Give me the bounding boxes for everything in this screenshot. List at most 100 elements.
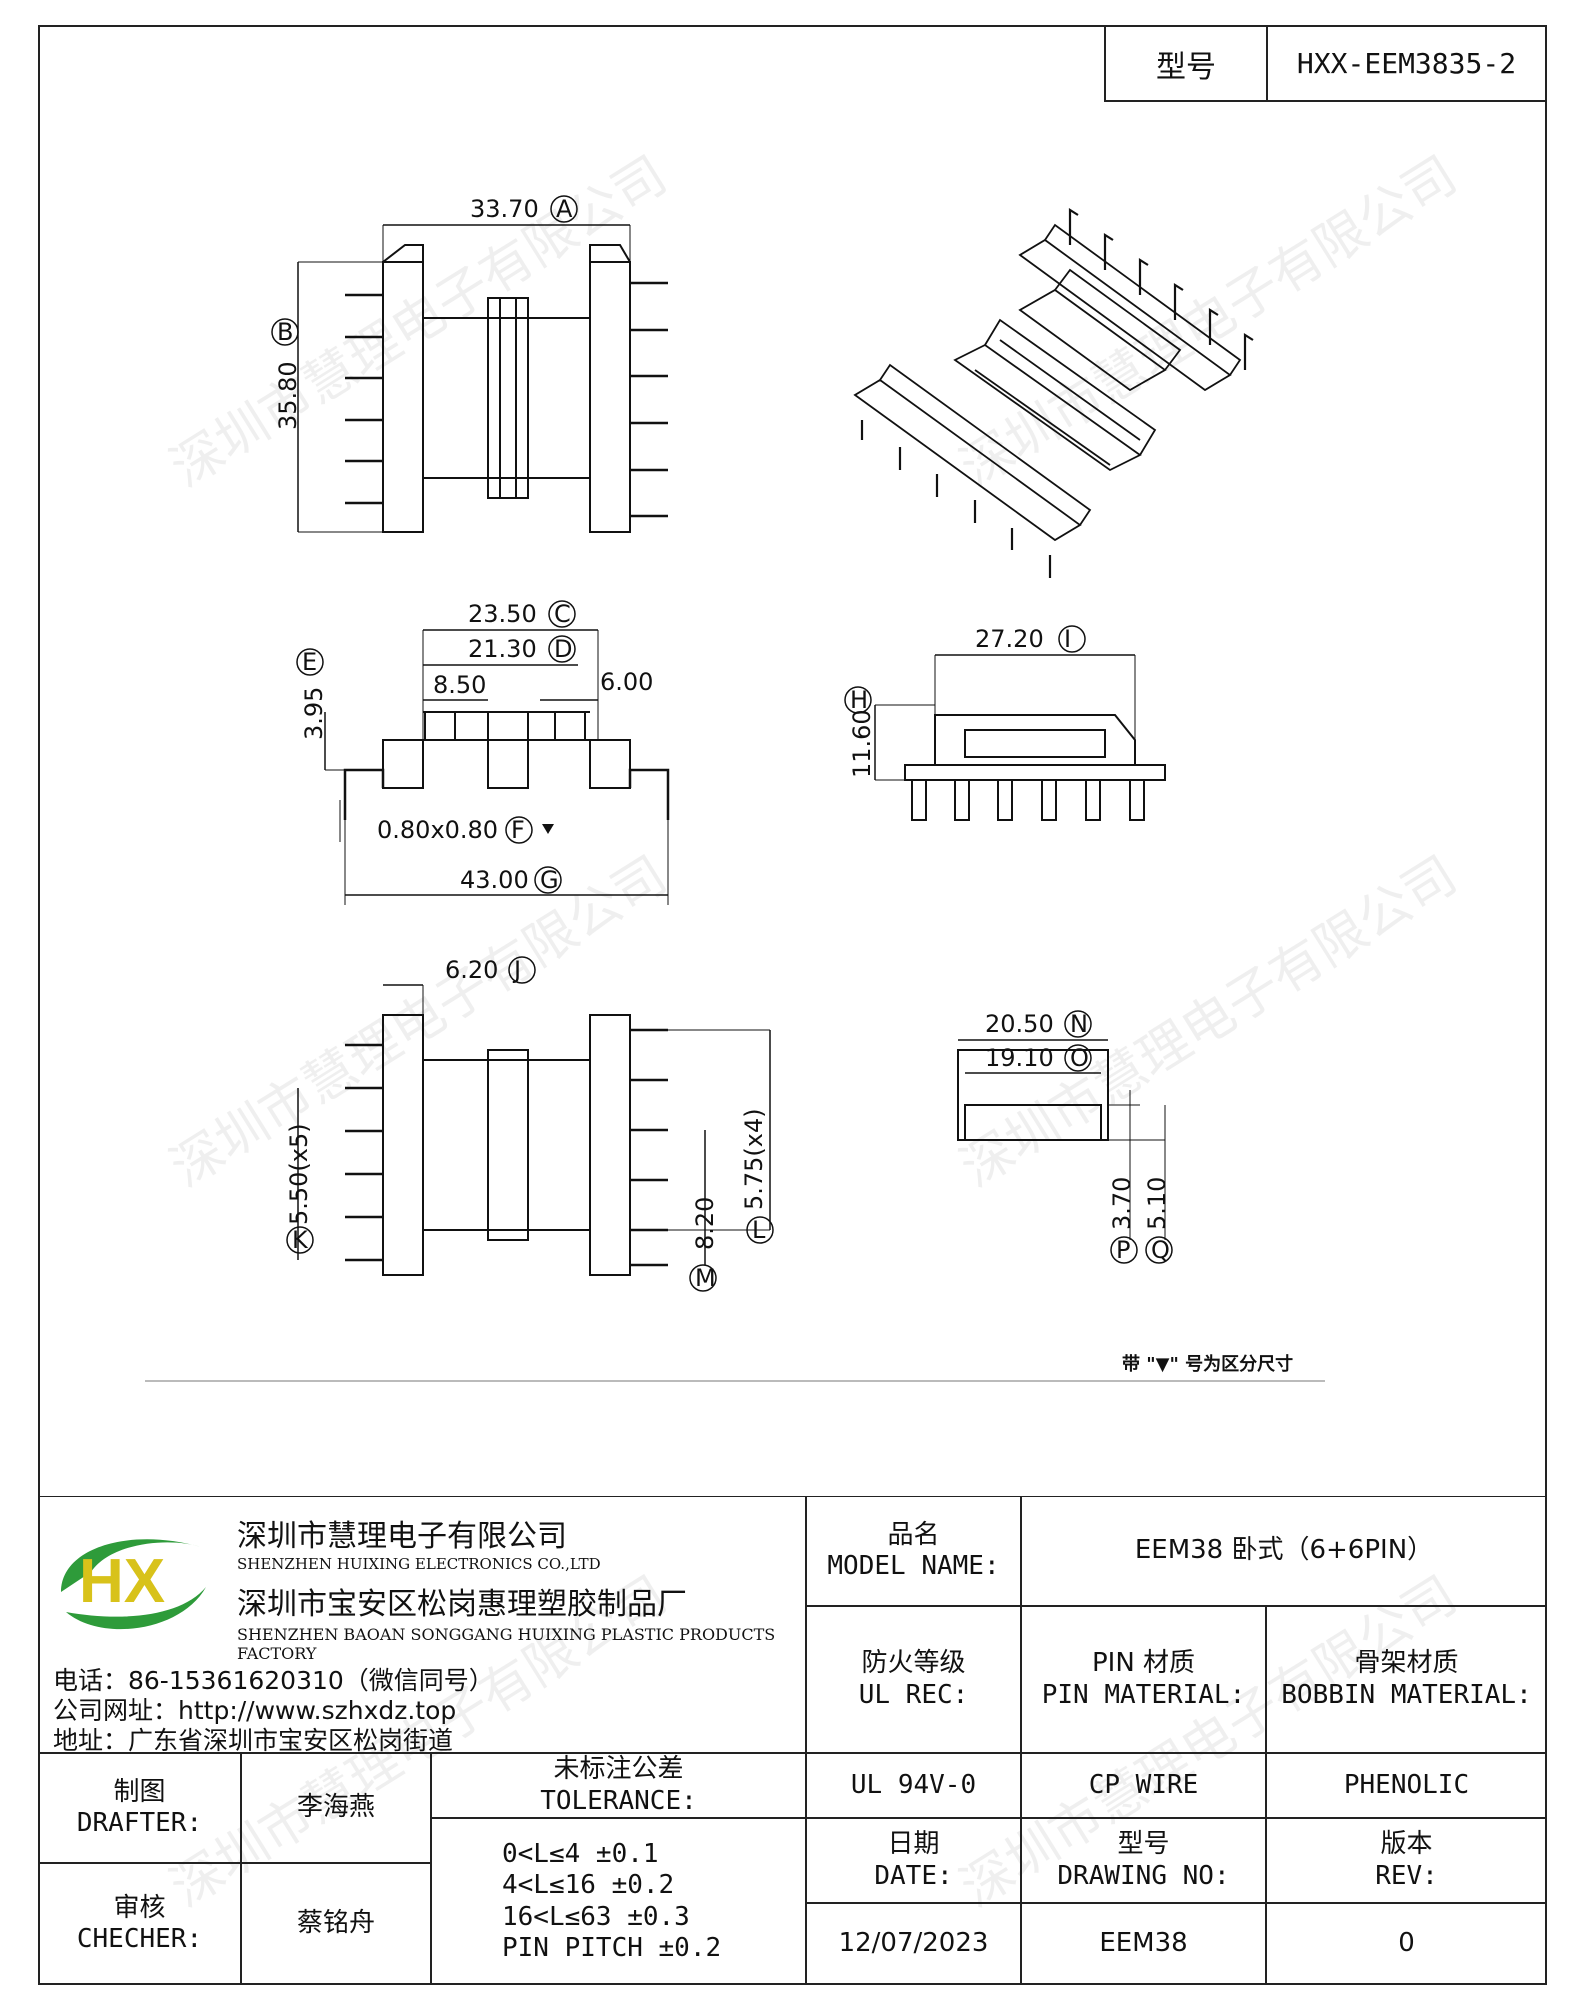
label-a: A	[556, 195, 573, 223]
front-view	[297, 224, 668, 533]
tolerance-line: 0<L≤4 ±0.1	[502, 1839, 659, 1870]
pin-cn: PIN 材质	[1091, 1648, 1196, 1679]
dim-e: 3.95	[300, 687, 328, 740]
tolerance-label: 未标注公差 TOLERANCE:	[431, 1753, 806, 1818]
label-n: N	[1070, 1010, 1088, 1038]
dim-i: 27.20	[975, 625, 1044, 653]
bobbin-en: BOBBIN MATERIAL:	[1281, 1679, 1532, 1710]
rev-cn: 版本	[1380, 1829, 1433, 1860]
label-i: I	[1064, 625, 1071, 653]
checker-name: 蔡铭舟	[241, 1863, 431, 1985]
drafter-en: DRAFTER:	[76, 1808, 203, 1838]
drawing-no-label: 型号 DRAWING NO:	[1021, 1818, 1266, 1903]
date-value: 12/07/2023	[806, 1903, 1021, 1985]
dim-d: 21.30	[468, 635, 537, 663]
drawing-no-value: EEM38	[1021, 1903, 1266, 1985]
dimension-note: 带 "▼" 号为区分尺寸	[1122, 1354, 1294, 1375]
dim-j: 6.20	[445, 956, 498, 984]
fire-value: UL 94V-0	[850, 1769, 977, 1800]
company-name-en: SHENZHEN HUIXING ELECTRONICS CO.,LTD	[237, 1555, 601, 1573]
drafter-name: 李海燕	[241, 1753, 431, 1863]
model-value: HXX-EEM3835-2	[1296, 47, 1517, 80]
date-text: 12/07/2023	[838, 1928, 989, 1959]
company-name-cn: 深圳市慧理电子有限公司	[237, 1519, 567, 1554]
label-k: K	[292, 1226, 309, 1254]
revision-label: 版本 REV:	[1266, 1818, 1547, 1903]
bobbin-cn: 骨架材质	[1354, 1648, 1459, 1679]
model-name-cn: 品名	[887, 1519, 940, 1550]
drafter-cn: 制图	[113, 1776, 166, 1807]
fire-rating-label: 防火等级 UL REC:	[806, 1606, 1021, 1753]
dim-b: 35.80	[274, 361, 302, 430]
dim-m: 8.20	[691, 1197, 719, 1250]
fire-en: UL REC:	[858, 1679, 969, 1710]
label-j: J	[512, 956, 521, 984]
website: 公司网址：http://www.szhxdz.top	[53, 1696, 457, 1725]
checker-cn: 审核	[113, 1892, 166, 1923]
label-p: P	[1116, 1236, 1130, 1264]
dim-o: 19.10	[985, 1044, 1054, 1072]
date-cn: 日期	[887, 1829, 940, 1860]
model-number-box: 型号 HXX-EEM3835-2	[1104, 25, 1547, 102]
pin-material-label: PIN 材质 PIN MATERIAL:	[1021, 1606, 1266, 1753]
dim-g: 43.00	[460, 866, 529, 894]
tolerance-cn: 未标注公差	[553, 1754, 684, 1785]
date-en: DATE:	[874, 1860, 953, 1891]
dim-h: 11.60	[848, 709, 876, 778]
bobbin-material-value: PHENOLIC	[1266, 1753, 1547, 1818]
tolerance-line: 16<L≤63 ±0.3	[502, 1901, 690, 1932]
title-block: HX 深圳市慧理电子有限公司 SHENZHEN HUIXING ELECTRON…	[38, 1496, 1547, 1985]
dim-p: 3.70	[1108, 1177, 1136, 1230]
revision-value: 0	[1266, 1903, 1547, 1985]
dim-k: 5.50(x5)	[285, 1123, 313, 1225]
drawno-en: DRAWING NO:	[1057, 1860, 1230, 1891]
rev-text: 0	[1398, 1928, 1415, 1959]
bobbin-material-label: 骨架材质 BOBBIN MATERIAL:	[1266, 1606, 1547, 1753]
drawno-text: EEM38	[1099, 1928, 1188, 1959]
pin-en: PIN MATERIAL:	[1041, 1679, 1246, 1710]
label-m: M	[695, 1264, 716, 1292]
dim-f: 0.80x0.80	[377, 816, 498, 844]
rev-en: REV:	[1375, 1860, 1438, 1891]
tolerance-line: 4<L≤16 ±0.2	[502, 1870, 675, 1901]
company-logo-icon: HX	[61, 1539, 206, 1630]
section-view	[957, 1039, 1166, 1240]
label-b: B	[277, 318, 293, 346]
checker-name-text: 蔡铭舟	[296, 1908, 375, 1939]
dim-q: 5.10	[1143, 1177, 1171, 1230]
tolerance-en: TOLERANCE:	[540, 1785, 697, 1816]
tolerance-line: PIN PITCH ±0.2	[502, 1932, 722, 1963]
factory-name-en: SHENZHEN BAOAN SONGGANG HUIXING PLASTIC …	[237, 1625, 776, 1663]
phone: 电话：86-15361620310（微信同号）	[53, 1666, 494, 1695]
dim-n: 20.50	[985, 1010, 1054, 1038]
model-name-label: 品名 MODEL NAME:	[806, 1496, 1021, 1606]
pin-material-value: CP WIRE	[1021, 1753, 1266, 1818]
dim-c: 23.50	[468, 600, 537, 628]
dim-l: 5.75(x4)	[740, 1108, 768, 1210]
isometric-view	[853, 208, 1254, 578]
address: 地址：广东省深圳市宝安区松岗街道	[53, 1726, 454, 1755]
logo-letters: HX	[79, 1547, 165, 1616]
factory-name-cn: 深圳市宝安区松岗惠理塑胶制品厂	[237, 1587, 687, 1622]
checker-en: CHECHER:	[76, 1924, 203, 1954]
label-h: H	[850, 686, 868, 714]
bobbin-value: PHENOLIC	[1343, 1769, 1470, 1800]
technical-drawing: 33.70 A 35.80 B	[271, 195, 1254, 1292]
drawno-cn: 型号	[1117, 1829, 1170, 1860]
label-d: D	[554, 635, 572, 663]
company-info: HX 深圳市慧理电子有限公司 SHENZHEN HUIXING ELECTRON…	[38, 1496, 806, 1755]
model-name-text: EEM38 卧式（6+6PIN）	[1134, 1535, 1434, 1566]
checker-label: 审核 CHECHER:	[38, 1863, 241, 1985]
label-o: O	[1070, 1044, 1089, 1072]
drawing-divider	[145, 1380, 1325, 1382]
dim-600: 6.00	[600, 668, 653, 696]
side-view	[324, 629, 670, 905]
label-e: E	[302, 648, 317, 676]
label-g: G	[540, 866, 559, 894]
model-name-value: EEM38 卧式（6+6PIN）	[1021, 1496, 1547, 1606]
pin-value: CP WIRE	[1088, 1769, 1199, 1800]
model-name-en: MODEL NAME:	[827, 1551, 1000, 1581]
top-view	[874, 654, 1166, 821]
dim-850: 8.50	[433, 671, 486, 699]
label-c: C	[554, 600, 571, 628]
